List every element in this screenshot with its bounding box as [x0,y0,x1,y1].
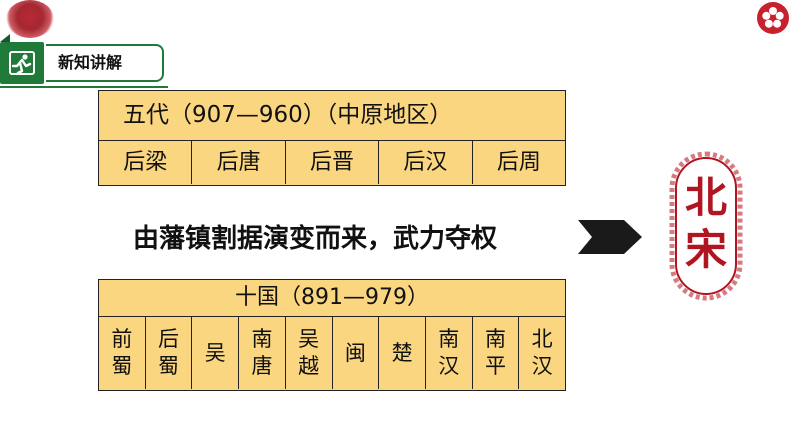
wudai-table: 五代（907—960）（中原地区） 后梁 后唐 后晋 后汉 后周 [98,90,566,186]
wudai-title: 五代（907—960）（中原地区） [99,91,565,141]
wudai-cell: 后周 [496,150,541,175]
wudai-cell: 后汉 [379,141,473,184]
shiguo-cell: 楚 [379,317,426,389]
ink-blot-decoration [6,0,54,38]
section-tab: 新知讲解 [0,34,172,86]
shiguo-cell: 前 蜀 [99,317,146,389]
northern-song-label: 北 宋 [684,173,727,274]
shiguo-cell: 闽 [333,317,380,389]
shiguo-cell: 后 蜀 [146,317,193,389]
shiguo-table: 十国（891—979） 前 蜀 后 蜀 吴 南 唐 吴 越 闽 楚 南 汉 南 … [98,279,566,391]
tab-icon-box [0,34,44,84]
seal-frame [669,151,743,301]
shiguo-cell: 北 汉 [531,327,553,378]
wudai-dynasty-row: 后梁 后唐 后晋 后汉 后周 [99,141,565,184]
plum-blossom-icon [757,2,789,34]
wudai-cell: 后梁 [99,141,193,184]
shiguo-cell: 南 唐 [239,317,286,389]
wudai-cell: 后晋 [286,141,380,184]
runner-icon [9,51,35,75]
shiguo-cell: 南 平 [473,317,520,389]
shiguo-title: 十国（891—979） [99,280,565,317]
wudai-cell: 后唐 [192,141,286,184]
shiguo-cell: 吴 越 [286,317,333,389]
origin-description: 由藩镇割据演变而来，武力夺权 [133,224,498,254]
shiguo-cell: 吴 [192,317,240,389]
shiguo-cell: 南 汉 [426,317,473,389]
chevron-right-arrow-icon [578,220,642,254]
tab-underline [0,86,168,88]
shiguo-state-row: 前 蜀 后 蜀 吴 南 唐 吴 越 闽 楚 南 汉 南 平 北 汉 [99,317,565,389]
section-tab-label: 新知讲解 [46,44,164,82]
